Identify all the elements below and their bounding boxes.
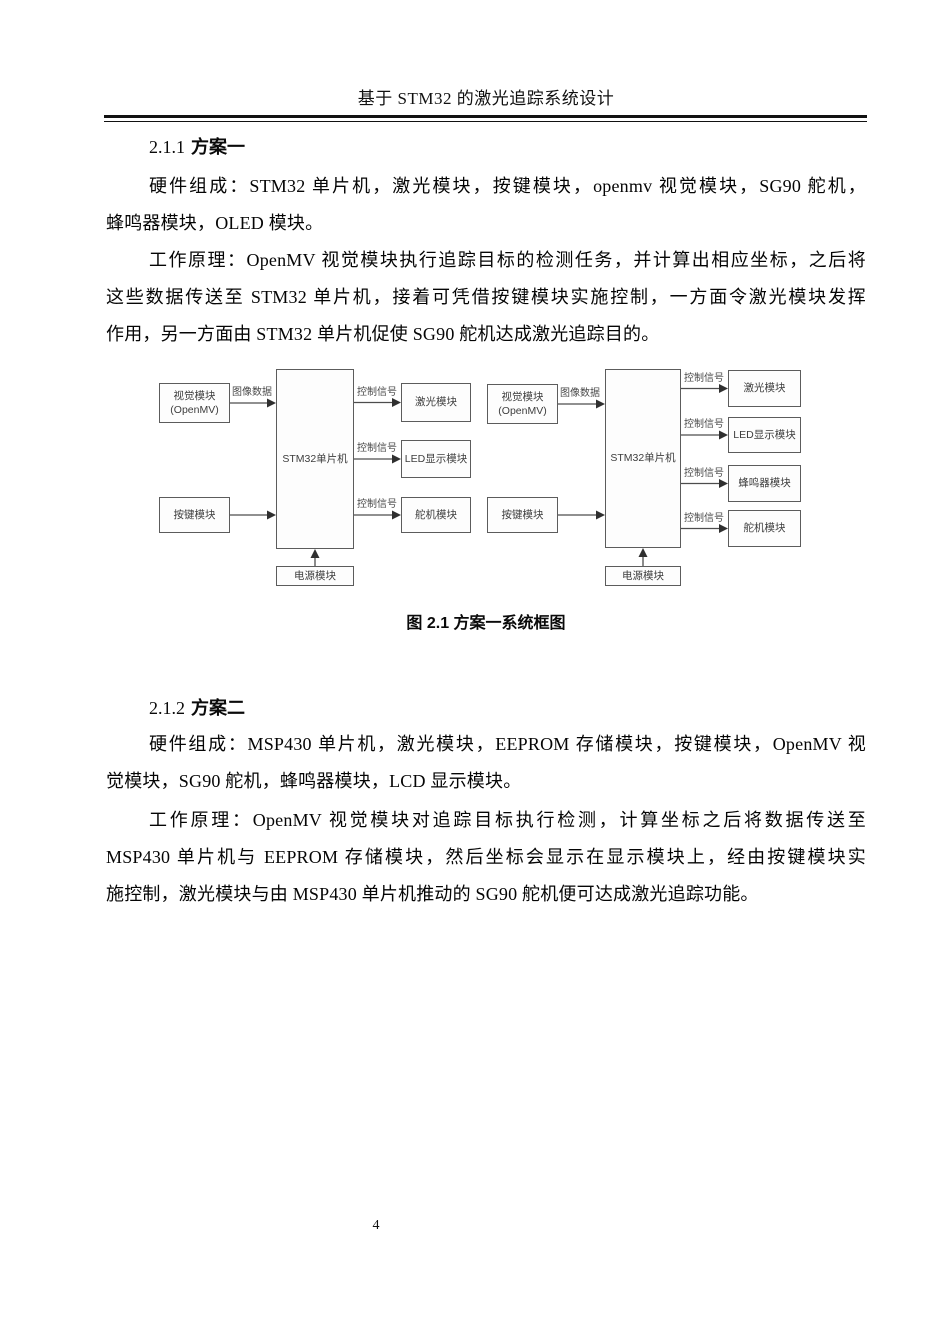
paragraph-line: 这些数据传送至 STM32 单片机，接着可凭借按键模块实施控制，一方面令激光模块…: [106, 287, 866, 307]
section-title: 方案一: [191, 137, 245, 157]
arrow-label-control-signal-d2: 控制信号: [684, 512, 724, 524]
arrow-label-control-signal-d1: 控制信号: [357, 499, 397, 510]
arrow-label-image-data-d2: 图像数据: [560, 388, 600, 399]
section-number: 2.1.1: [149, 137, 185, 157]
paragraph-principle-plan1: 工作原理：OpenMV 视觉模块执行追踪目标的检测任务，并计算出相应坐标，之后将…: [106, 242, 866, 353]
arrow-label-control-signal-d2: 控制信号: [684, 372, 724, 384]
node-vision-module-d1: 视觉模块 (OpenMV): [159, 383, 230, 423]
paragraph-line: 作用，另一方面由 STM32 单片机促使 SG90 舵机达成激光追踪目的。: [106, 324, 660, 344]
arrow-label-control-signal-d1: 控制信号: [357, 443, 397, 454]
node-key-module-d1: 按键模块: [159, 497, 230, 533]
paragraph-hardware-plan2: 硬件组成：MSP430 单片机，激光模块，EEPROM 存储模块，按键模块，Op…: [106, 726, 866, 800]
paragraph-line: 硬件组成：MSP430 单片机，激光模块，EEPROM 存储模块，按键模块，Op…: [149, 734, 866, 754]
paragraph-principle-plan2: 工作原理：OpenMV 视觉模块对追踪目标执行检测，计算坐标之后将数据传送至 M…: [106, 802, 866, 913]
node-servo-module-d1: 舵机模块: [401, 497, 471, 533]
figure-caption: 图 2.1 方案一系统框图: [406, 615, 566, 632]
paragraph-line: 硬件组成：STM32 单片机，激光模块，按键模块，openmv 视觉模块，SG9…: [149, 176, 866, 196]
header-rule-thin: [104, 120, 867, 122]
paragraph-line: 施控制，激光模块与由 MSP430 单片机推动的 SG90 舵机便可达成激光追踪…: [106, 884, 759, 904]
arrow-label-control-signal-d2: 控制信号: [684, 419, 724, 430]
node-servo-module-d2: 舵机模块: [728, 510, 801, 547]
node-stm32-mcu-d1: STM32单片机: [276, 369, 354, 549]
section-heading-2-1-2: 2.1.2 方案二: [106, 695, 866, 721]
section-number: 2.1.2: [149, 698, 185, 718]
page-number: 4: [372, 1218, 380, 1233]
node-power-module-d1: 电源模块: [276, 566, 354, 586]
node-stm32-mcu-d2: STM32单片机: [605, 369, 681, 548]
arrow-label-control-signal-d1: 控制信号: [357, 386, 397, 398]
paragraph-line: 工作原理：OpenMV 视觉模块执行追踪目标的检测任务，并计算出相应坐标，之后将: [149, 250, 866, 270]
paragraph-hardware-plan1: 硬件组成：STM32 单片机，激光模块，按键模块，openmv 视觉模块，SG9…: [106, 168, 866, 242]
node-power-module-d2: 电源模块: [605, 566, 681, 586]
node-key-module-d2: 按键模块: [487, 497, 558, 533]
node-vision-module-d2: 视觉模块 (OpenMV): [487, 384, 558, 424]
arrow-label-image-data-d1: 图像数据: [232, 387, 272, 398]
arrow-label-control-signal-d2: 控制信号: [684, 467, 724, 479]
node-led-display-module-d2: LED显示模块: [728, 417, 801, 453]
section-title: 方案二: [191, 698, 245, 718]
node-buzzer-module-d2: 蜂鸣器模块: [728, 465, 801, 502]
paragraph-line: 觉模块，SG90 舵机，蜂鸣器模块，LCD 显示模块。: [106, 771, 522, 791]
page-header-title: 基于 STM32 的激光追踪系统设计: [357, 89, 615, 108]
paragraph-line: 蜂鸣器模块，OLED 模块。: [106, 213, 324, 233]
paragraph-line: MSP430 单片机与 EEPROM 存储模块，然后坐标会显示在显示模块上，经由…: [106, 847, 866, 867]
header-rule-thick: [104, 115, 867, 118]
section-heading-2-1-1: 2.1.1 方案一: [106, 134, 866, 160]
paragraph-line: 工作原理：OpenMV 视觉模块对追踪目标执行检测，计算坐标之后将数据传送至: [149, 810, 866, 830]
node-laser-module-d2: 激光模块: [728, 370, 801, 407]
node-led-display-module-d1: LED显示模块: [401, 440, 471, 478]
node-laser-module-d1: 激光模块: [401, 383, 471, 422]
